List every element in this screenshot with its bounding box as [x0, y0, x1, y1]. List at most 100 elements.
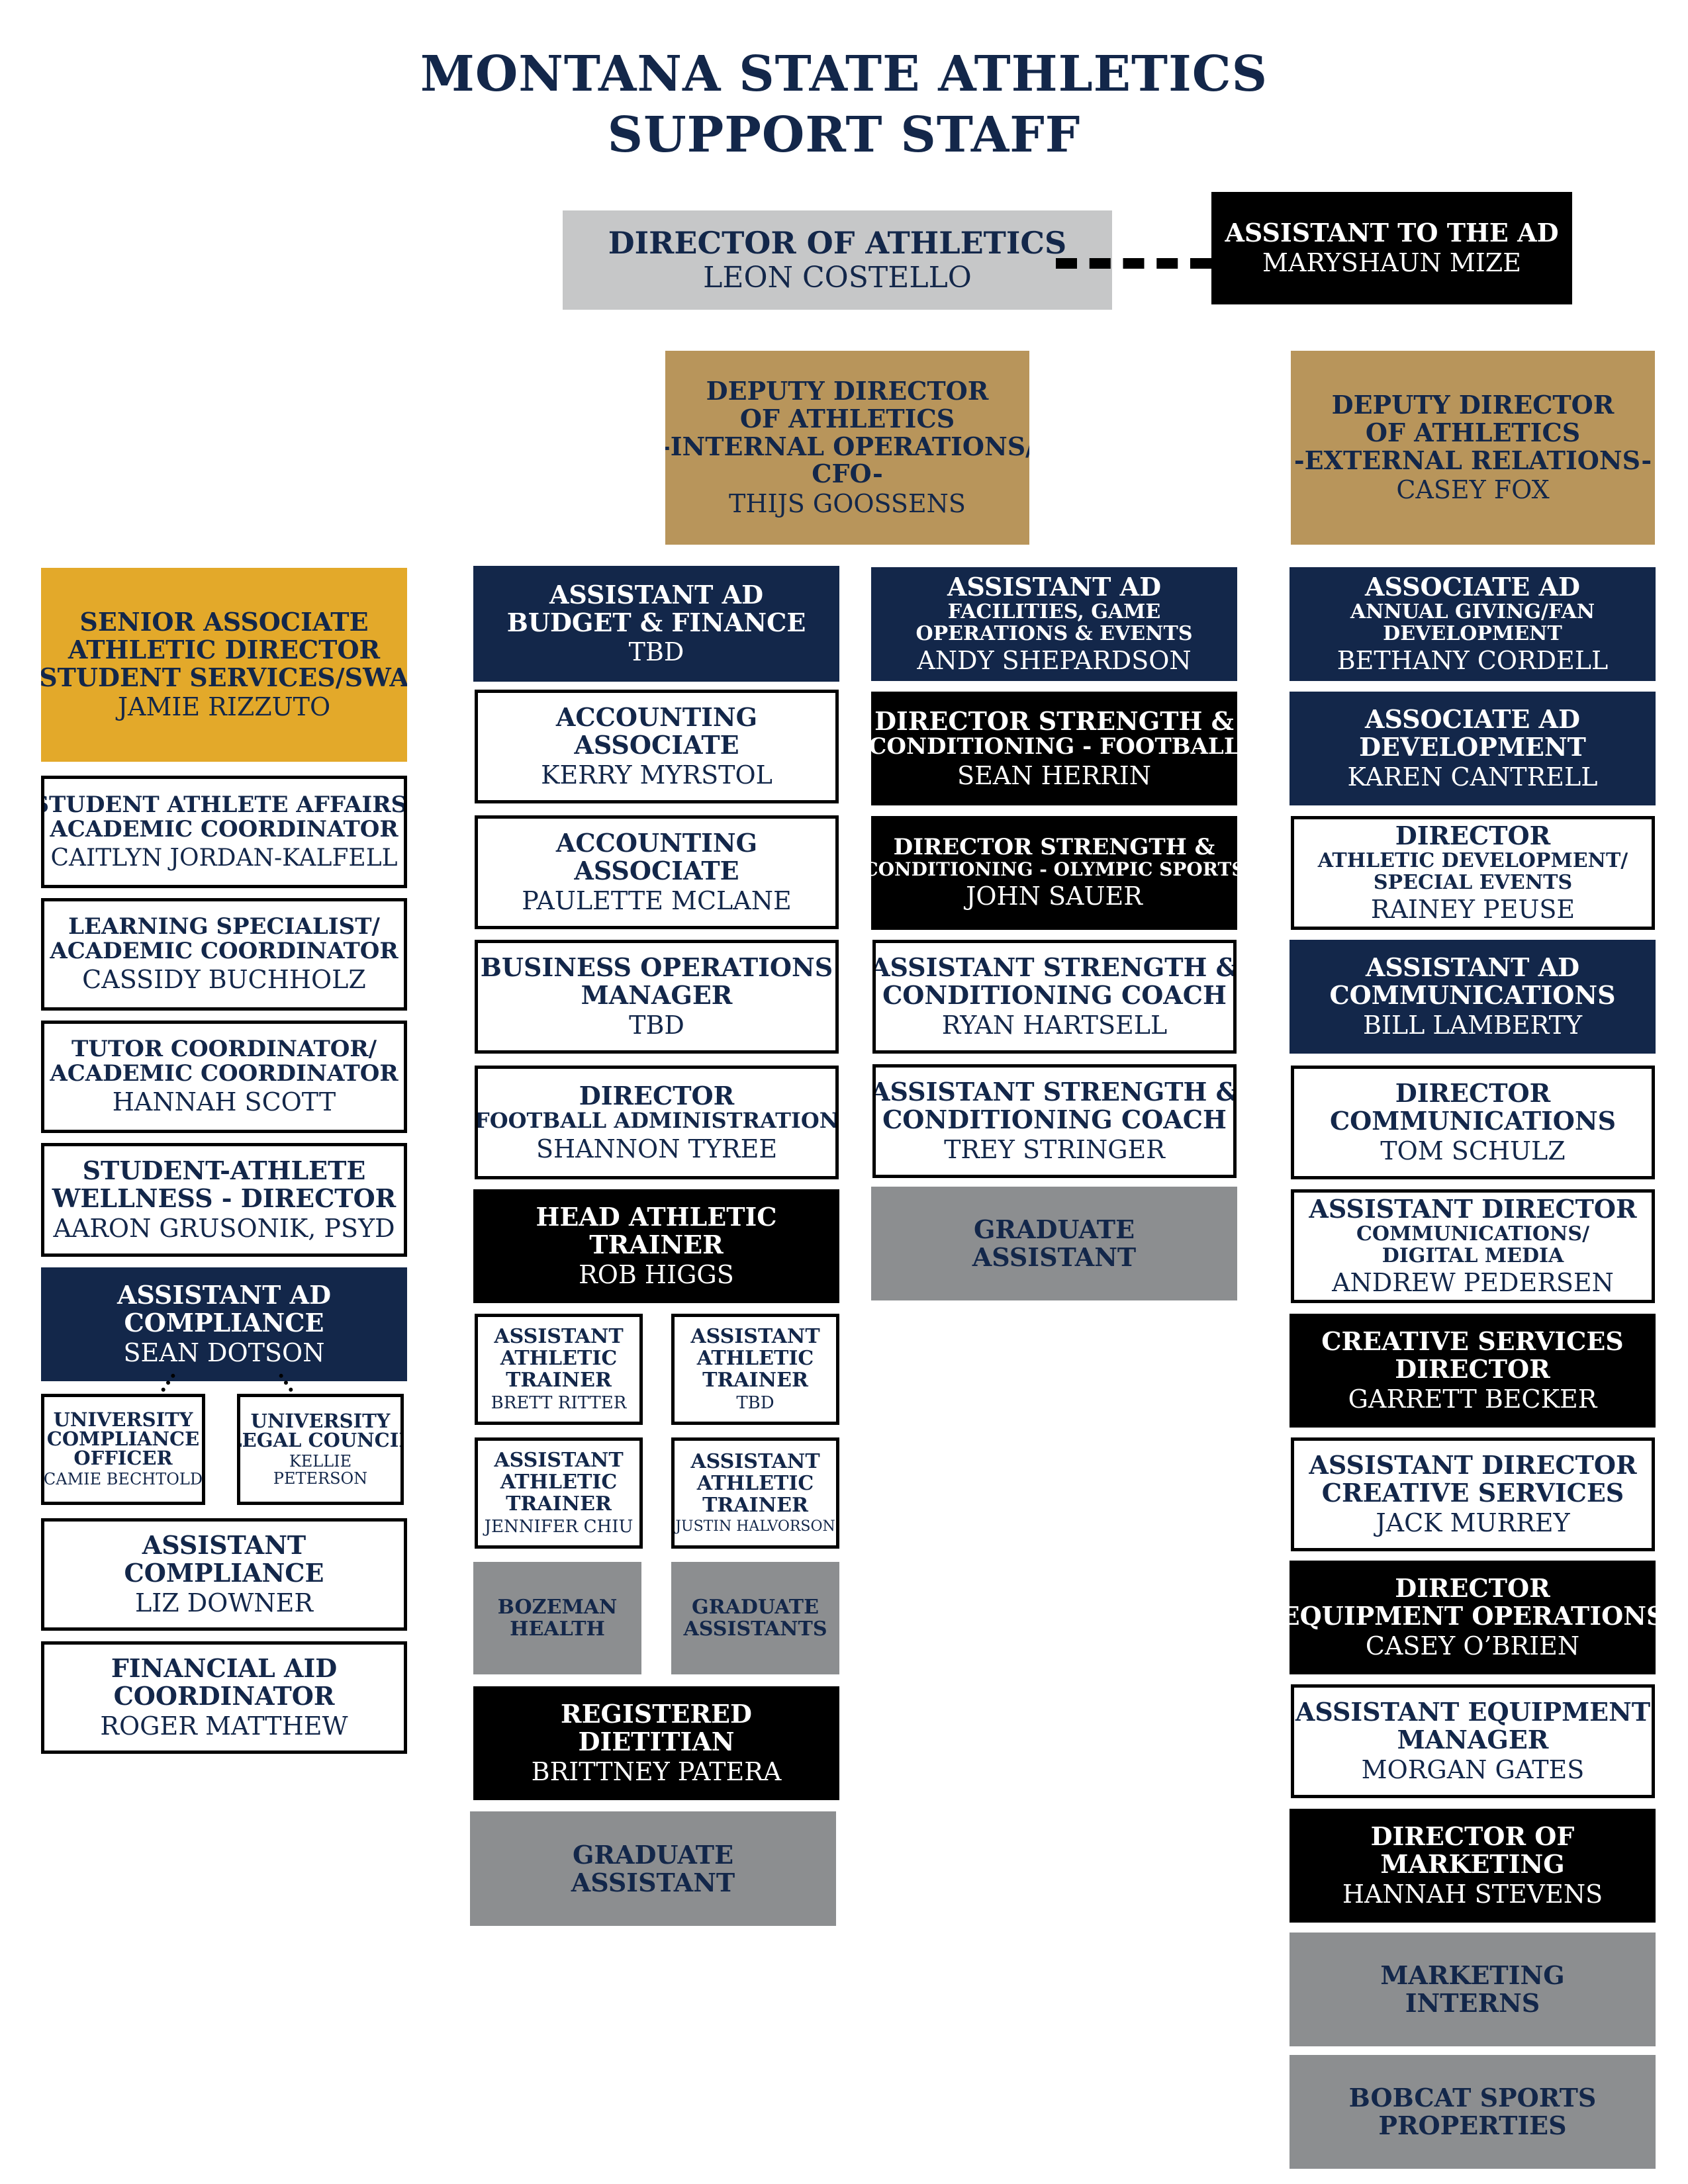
comms-ad-title-2: COMMUNICATIONS [1329, 980, 1616, 1011]
legal-name-2: PETERSON [273, 1469, 368, 1488]
strength-football-box: DIRECTOR STRENGTH & CONDITIONING - FOOTB… [871, 692, 1237, 805]
equipment-title-2: EQUIPMENT OPERATIONS [1289, 1601, 1656, 1631]
learning-name: CASSIDY BUCHHOLZ [82, 965, 366, 995]
deputy-internal-name: THIJS GOOSSENS [729, 489, 966, 519]
senior-associate-ad-box: SENIOR ASSOCIATE ATHLETIC DIRECTOR -STUD… [41, 568, 407, 762]
financial-aid-title-1: FINANCIAL AID [111, 1653, 338, 1684]
senior-name: JAMIE RIZZUTO [117, 692, 331, 722]
univ-compliance-title-1: UNIVERSITY [53, 1408, 193, 1432]
interns-title-2: INTERNS [1405, 1988, 1540, 2018]
dashed-connector [1056, 258, 1211, 269]
annual-giving-title-1: ASSOCIATE AD [1365, 572, 1580, 602]
dietitian-name: BRITTNEY PATERA [531, 1756, 782, 1786]
facilities-sub-1: FACILITIES, GAME [947, 600, 1161, 623]
dir-comms-title-1: DIRECTOR [1395, 1078, 1551, 1109]
annual-giving-sub-1: ANNUAL GIVING/FAN [1350, 600, 1595, 623]
asst-sc1-title-1: ASSISTANT STRENGTH & [872, 952, 1237, 983]
marketing-title-1: DIRECTOR OF [1370, 1821, 1575, 1852]
wellness-title-1: STUDENT-ATHLETE [82, 1156, 366, 1186]
dietitian-title-1: REGISTERED [561, 1699, 752, 1729]
head-trainer-title-1: HEAD ATHLETIC [536, 1202, 777, 1232]
deputy-external-name: CASEY FOX [1396, 475, 1550, 505]
compliance-ad-box: ASSISTANT AD COMPLIANCE SEAN DOTSON [41, 1267, 407, 1381]
creative-asst-title-2: CREATIVE SERVICES [1321, 1478, 1624, 1508]
development-title-1: ASSOCIATE AD [1365, 704, 1580, 735]
marketing-title-2: MARKETING [1380, 1849, 1565, 1880]
creative-asst-title-1: ASSISTANT DIRECTOR [1309, 1450, 1637, 1480]
sc-football-name: SEAN HERRIN [957, 760, 1151, 790]
learning-specialist-box: LEARNING SPECIALIST/ ACADEMIC COORDINATO… [41, 898, 407, 1011]
title-line-1: MONTANA STATE ATHLETICS [420, 46, 1268, 103]
facilities-name: ANDY SHEPARDSON [917, 646, 1192, 675]
director-title: DIRECTOR OF ATHLETICS [608, 224, 1067, 261]
equip-asst-name: MORGAN GATES [1361, 1754, 1585, 1784]
bizops-name: TBD [629, 1010, 684, 1040]
financial-aid-name: ROGER MATTHEW [100, 1711, 348, 1741]
legal-title-1: UNIVERSITY [250, 1409, 391, 1432]
bozeman-title-1: BOZEMAN [497, 1596, 618, 1619]
grad-col3-title-2: ASSISTANT [972, 1242, 1137, 1272]
assistant-to-ad-title: ASSISTANT TO THE AD [1225, 218, 1559, 248]
trainer3-title-3: TRAINER [506, 1492, 612, 1516]
trainer1-name: BRETT RITTER [491, 1393, 627, 1414]
head-trainer-name: ROB HIGGS [579, 1259, 734, 1289]
learning-title-1: LEARNING SPECIALIST/ [68, 913, 380, 940]
creative-dir-name: GARRETT BECKER [1348, 1384, 1597, 1414]
budget-name: TBD [628, 637, 684, 667]
acct1-name: KERRY MYRSTOL [541, 760, 773, 790]
trainer1-title-1: ASSISTANT [494, 1325, 624, 1349]
creative-services-director-box: CREATIVE SERVICES DIRECTOR GARRETT BECKE… [1289, 1314, 1656, 1428]
director-of-athletics-box: DIRECTOR OF ATHLETICS LEON COSTELLO [563, 210, 1112, 310]
assistant-to-ad-box: ASSISTANT TO THE AD MARYSHAUN MIZE [1211, 192, 1572, 304]
wellness-name: AARON GRUSONIK, PSYD [53, 1213, 395, 1243]
facilities-ad-box: ASSISTANT AD FACILITIES, GAME OPERATIONS… [871, 567, 1237, 681]
digital-name: ANDREW PEDERSEN [1332, 1268, 1614, 1297]
bizops-title-2: MANAGER [581, 980, 733, 1011]
equipment-name: CASEY O’BRIEN [1365, 1631, 1580, 1661]
facilities-sub-2: OPERATIONS & EVENTS [915, 622, 1193, 645]
asst-sc2-title-2: CONDITIONING COACH [882, 1105, 1227, 1135]
financial-aid-box: FINANCIAL AID COORDINATOR ROGER MATTHEW [41, 1641, 407, 1754]
asst-sc1-title-2: CONDITIONING COACH [882, 980, 1227, 1011]
student-affairs-name: CAITLYN JORDAN-KALFELL [50, 844, 398, 872]
senior-title-3: -STUDENT SERVICES/SWA- [41, 662, 407, 692]
creative-asst-name: JACK MURREY [1376, 1508, 1570, 1537]
title-line-2: SUPPORT STAFF [607, 107, 1081, 163]
legal-title-2: LEGAL COUNCIL [237, 1428, 404, 1451]
deputy-internal-title-3: -INTERNAL OPERATIONS/ [665, 431, 1029, 461]
assistant-to-ad-name: MARYSHAUN MIZE [1262, 248, 1521, 277]
student-affairs-box: STUDENT ATHLETE AFFAIRS/ ACADEMIC COORDI… [41, 776, 407, 888]
head-athletic-trainer-box: HEAD ATHLETIC TRAINER ROB HIGGS [473, 1189, 839, 1303]
creative-services-assistant-box: ASSISTANT DIRECTOR CREATIVE SERVICES JAC… [1291, 1437, 1655, 1551]
wellness-title-2: WELLNESS - DIRECTOR [52, 1183, 397, 1214]
comms-ad-title-1: ASSISTANT AD [1365, 952, 1580, 983]
deputy-internal-title-2: OF ATHLETICS [739, 403, 955, 433]
wellness-director-box: STUDENT-ATHLETE WELLNESS - DIRECTOR AARO… [41, 1143, 407, 1257]
deputy-internal-box: DEPUTY DIRECTOR OF ATHLETICS -INTERNAL O… [665, 351, 1029, 545]
budget-finance-box: ASSISTANT AD BUDGET & FINANCE TBD [473, 566, 839, 682]
accounting-associate-1-box: ACCOUNTING ASSOCIATE KERRY MYRSTOL [475, 690, 839, 803]
trainer3-title-1: ASSISTANT [494, 1449, 624, 1473]
tutor-title-2: ACADEMIC COORDINATOR [50, 1060, 399, 1087]
bozeman-health-box: BOZEMAN HEALTH [473, 1562, 641, 1674]
creative-dir-title-1: CREATIVE SERVICES [1321, 1326, 1624, 1357]
annual-giving-sub-2: DEVELOPMENT [1383, 622, 1562, 645]
asst-sc2-title-1: ASSISTANT STRENGTH & [872, 1077, 1237, 1107]
budget-title-2: BUDGET & FINANCE [506, 607, 806, 637]
assistant-trainer-4-box: ASSISTANT ATHLETIC TRAINER JUSTIN HALVOR… [671, 1437, 839, 1549]
assistant-equipment-box: ASSISTANT EQUIPMENT MANAGER MORGAN GATES [1291, 1684, 1655, 1798]
dir-comms-name: TOM SCHULZ [1380, 1136, 1566, 1165]
trainer2-name: TBD [736, 1393, 774, 1414]
trainer4-title-1: ASSISTANT [690, 1450, 820, 1474]
deputy-internal-title-4: CFO- [812, 459, 883, 489]
univ-compliance-title-3: OFFICER [73, 1447, 173, 1470]
special-events-box: DIRECTOR ATHLETIC DEVELOPMENT/ SPECIAL E… [1291, 816, 1655, 930]
university-compliance-box: UNIVERSITY COMPLIANCE OFFICER CAMIE BECH… [41, 1394, 205, 1505]
development-name: KAREN CANTRELL [1347, 762, 1598, 792]
football-admin-title-1: DIRECTOR [579, 1080, 735, 1111]
development-title-2: DEVELOPMENT [1359, 732, 1586, 762]
student-affairs-title-1: STUDENT ATHLETE AFFAIRS/ [41, 791, 407, 818]
football-admin-title-2: FOOTBALL ADMINISTRATION [475, 1108, 839, 1134]
registered-dietitian-box: REGISTERED DIETITIAN BRITTNEY PATERA [473, 1686, 839, 1800]
marketing-name: HANNAH STEVENS [1342, 1879, 1603, 1909]
